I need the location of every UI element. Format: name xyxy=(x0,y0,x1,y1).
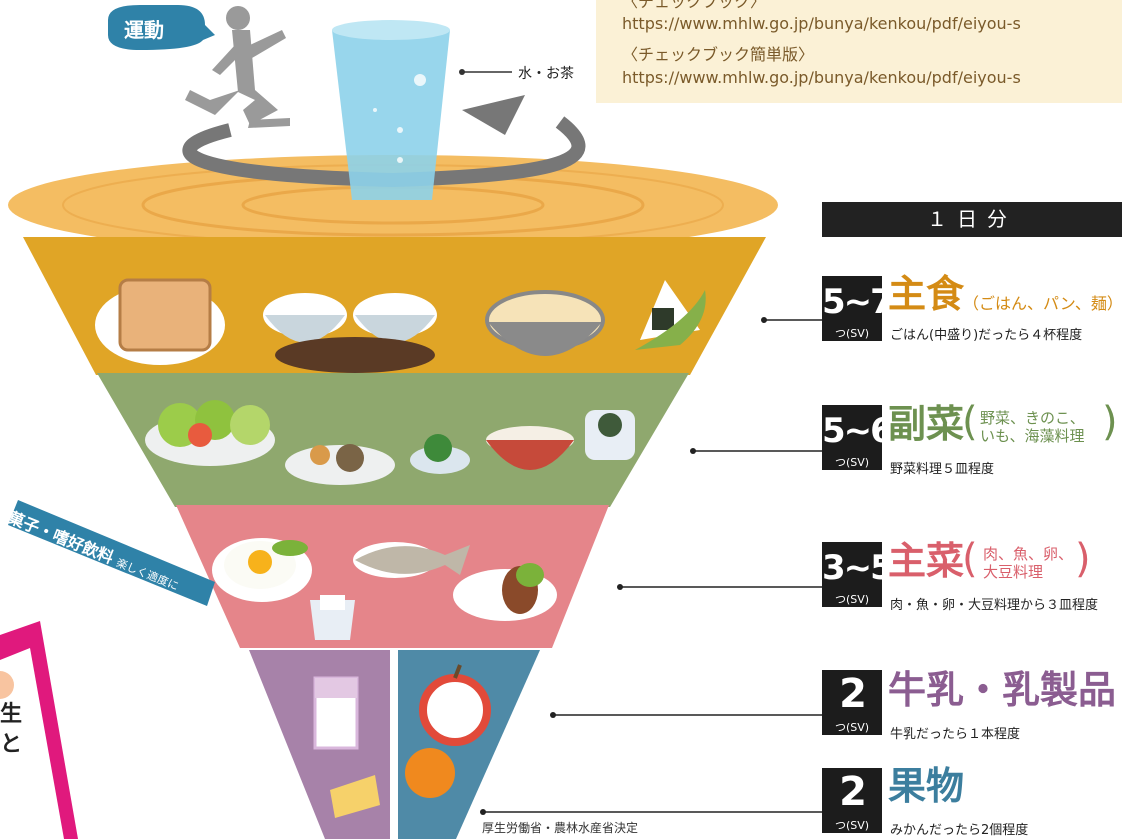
top-rim xyxy=(8,155,778,255)
sign-text: 生と xyxy=(0,702,23,757)
main-paren-close: ) xyxy=(1075,536,1091,582)
staple-foods-illustration xyxy=(95,278,706,373)
main-unit: つ(SV) xyxy=(834,593,870,606)
exercise-label: 運動 xyxy=(124,18,164,42)
exercise-bubble xyxy=(108,5,215,50)
side-sub-1: 野菜、きのこ、 xyxy=(980,409,1085,427)
fruit-unit: つ(SV) xyxy=(834,819,870,832)
main-paren-open: ( xyxy=(962,536,978,582)
side-dishes-illustration xyxy=(145,400,635,485)
fruit-name: 果物 xyxy=(888,764,965,808)
side-sub-2: いも、海藻料理 xyxy=(980,427,1085,445)
main-dishes-illustration xyxy=(212,538,557,640)
dairy-fruit-illustration xyxy=(313,664,491,818)
main-desc: 肉・魚・卵・大豆料理から３皿程度 xyxy=(890,598,1099,613)
staple-count-box: 5~7 つ(SV) xyxy=(822,276,894,341)
dairy-count: 2 xyxy=(839,671,867,717)
info-link-3[interactable]: https://www.mhlw.go.jp/bunya/kenkou/pdf/… xyxy=(622,68,1021,87)
water-glass-icon xyxy=(332,20,450,200)
credit-text: 厚生労働省・農林水産省決定 xyxy=(482,821,639,835)
fruit-count: 2 xyxy=(839,769,867,815)
dairy-name: 牛乳・乳製品 xyxy=(888,668,1117,712)
main-sub-1: 肉、魚、卵、 xyxy=(983,545,1074,563)
side-count: 5~6 xyxy=(822,411,894,451)
sweets-banner xyxy=(8,500,215,606)
staple-count: 5~7 xyxy=(822,282,894,322)
dairy-desc: 牛乳だったら１本程度 xyxy=(890,727,1021,742)
side-paren-open: ( xyxy=(962,399,978,445)
main-count: 3~5 xyxy=(822,548,894,588)
side-name: 副菜 xyxy=(888,402,965,446)
info-box xyxy=(596,0,1122,103)
running-person-icon xyxy=(185,6,290,128)
staple-desc: ごはん(中盛り)だったら４杯程度 xyxy=(890,328,1083,343)
info-link-1[interactable]: https://www.mhlw.go.jp/bunya/kenkou/pdf/… xyxy=(622,14,1021,33)
day-label: １日分 xyxy=(822,202,1122,237)
fruit-desc: みかんだったら2個程度 xyxy=(890,823,1029,838)
side-desc: 野菜料理５皿程度 xyxy=(890,462,995,477)
side-paren-close: ) xyxy=(1102,399,1118,445)
staple-sub: （ごはん、パン、麺） xyxy=(963,294,1122,313)
side-count-box: 5~6 つ(SV) xyxy=(822,405,894,470)
main-name: 主菜 xyxy=(888,539,965,583)
info-line-2: 〈チェックブック簡単版〉 xyxy=(622,45,815,64)
water-label: 水・お茶 xyxy=(518,66,574,82)
main-sub-2: 大豆料理 xyxy=(983,563,1044,581)
signboard-icon xyxy=(0,621,78,839)
side-unit: つ(SV) xyxy=(834,456,870,469)
fruit-count-box: 2 つ(SV) xyxy=(822,768,882,833)
main-count-box: 3~5 つ(SV) xyxy=(822,542,894,607)
dairy-count-box: 2 つ(SV) xyxy=(822,670,882,735)
staple-name: 主食 xyxy=(888,272,965,316)
staple-unit: つ(SV) xyxy=(834,327,870,340)
info-line-0: 〈チェックブック〉 xyxy=(622,0,767,11)
dairy-unit: つ(SV) xyxy=(834,721,870,734)
